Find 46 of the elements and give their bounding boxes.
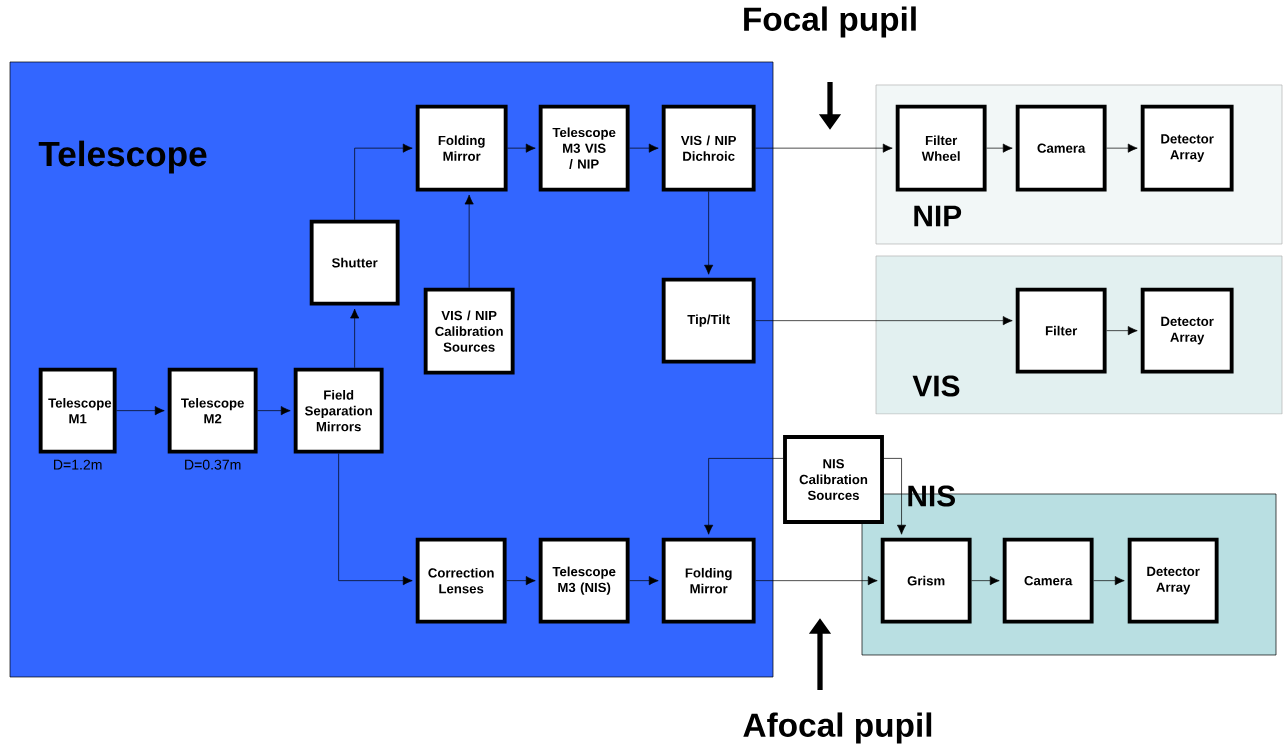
arrow xyxy=(629,143,659,153)
process-box: Shutter xyxy=(309,219,400,306)
process-box: VIS / NIP Dichroic xyxy=(661,104,756,192)
process-box: Folding Mirror xyxy=(661,537,756,624)
pupil-label: Afocal pupil xyxy=(743,712,932,744)
process-box: Folding Mirror xyxy=(415,104,508,192)
process-box: Telescope M3 (NIS) xyxy=(538,537,630,624)
node-label: D=0.37m xyxy=(185,459,241,470)
pupil-label: Focal pupil xyxy=(744,6,916,38)
arrow xyxy=(506,576,536,586)
process-box: Tip/Tilt xyxy=(661,277,756,364)
arrow xyxy=(755,143,893,153)
arrow xyxy=(338,453,413,586)
process-box: Camera xyxy=(1015,104,1107,192)
arrow xyxy=(116,406,165,416)
arrow xyxy=(1093,576,1125,586)
process-box: Detector Array xyxy=(1140,287,1234,374)
arrow xyxy=(464,194,474,289)
process-box: Filter xyxy=(1015,287,1107,374)
arrow xyxy=(883,458,907,535)
process-box: Telescope M1 xyxy=(38,367,117,454)
arrow xyxy=(629,576,659,586)
node-label: D=1.2m xyxy=(54,459,102,470)
process-box: Filter Wheel xyxy=(895,104,987,192)
arrow xyxy=(354,143,413,221)
process-box: VIS / NIP Calibration Sources xyxy=(423,287,515,375)
arrow xyxy=(971,576,1000,586)
process-box: Field Separation Mirrors xyxy=(293,367,384,454)
process-box: Detector Array xyxy=(1127,537,1219,624)
arrow xyxy=(755,576,878,586)
arrow xyxy=(1106,143,1138,153)
arrow xyxy=(704,191,714,275)
process-box: Grism xyxy=(880,537,972,624)
process-box: Camera xyxy=(1002,537,1094,624)
arrow xyxy=(257,406,291,416)
arrow xyxy=(755,316,1013,326)
process-box: Telescope M3 VIS / NIP xyxy=(538,104,630,192)
arrow xyxy=(507,143,536,153)
arrow xyxy=(1106,326,1138,336)
arrow xyxy=(986,143,1013,153)
arrow xyxy=(350,308,360,369)
process-box: Detector Array xyxy=(1140,104,1234,192)
process-box: Telescope M2 xyxy=(167,367,258,454)
process-box: Correction Lenses xyxy=(415,537,507,624)
process-box: NIS Calibration Sources xyxy=(783,435,884,524)
arrow xyxy=(704,458,784,535)
